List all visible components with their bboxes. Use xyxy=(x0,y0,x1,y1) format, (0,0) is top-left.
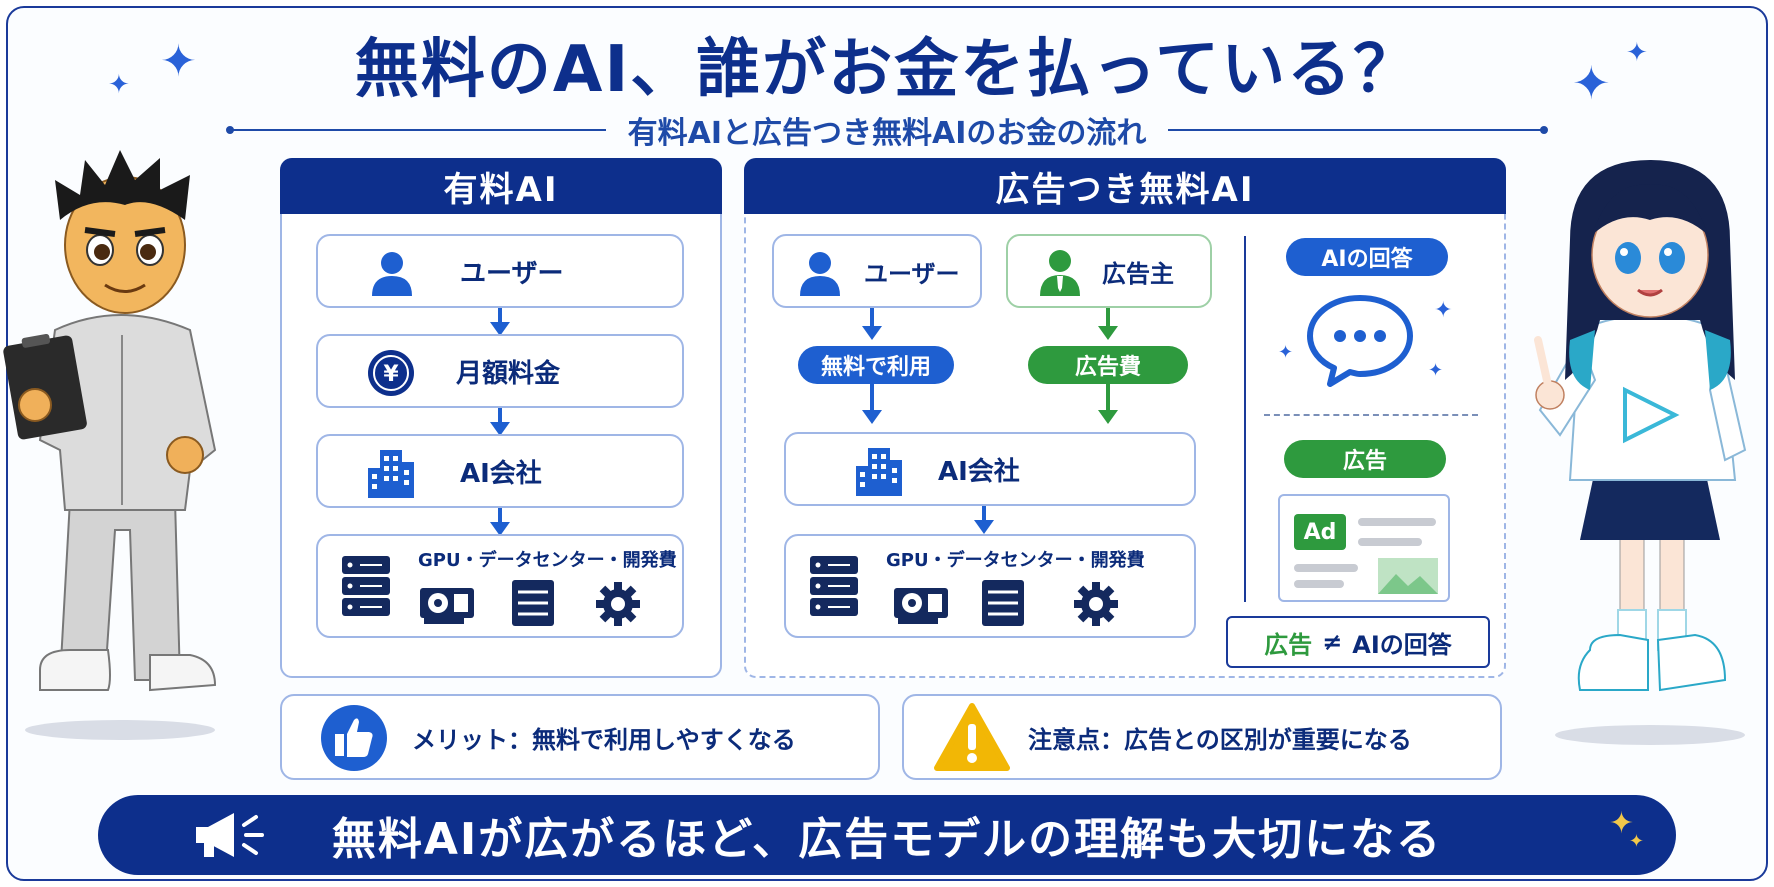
server-rack-icon xyxy=(810,556,858,616)
paid-ai-header: 有料AI xyxy=(280,158,722,214)
advertiser-label: 広告主 xyxy=(1102,259,1174,288)
use-free-pill: 無料で利用 xyxy=(798,346,954,384)
caution-text: 注意点：広告との区別が重要になる xyxy=(1028,725,1412,754)
ad-badge: Ad xyxy=(1294,514,1346,550)
free-infra-label: GPU・データセンター・開発費 xyxy=(886,550,1145,571)
sparkle-icon: ✦ xyxy=(1572,56,1611,110)
subtitle-divider-right xyxy=(1168,126,1548,134)
paid-infra-label: GPU・データセンター・開発費 xyxy=(418,550,677,571)
caution-box: 注意点：広告との区別が重要になる xyxy=(902,694,1502,780)
ad-card: Ad xyxy=(1278,494,1450,602)
paid-fee-label: 月額料金 xyxy=(456,358,561,389)
server-rack-icon xyxy=(342,556,390,616)
neq-left-label: 広告 xyxy=(1264,630,1313,659)
ai-answer-pill: AIの回答 xyxy=(1286,238,1448,276)
free-infra-box: GPU・データセンター・開発費 xyxy=(784,534,1196,638)
storage-rack-icon xyxy=(982,580,1024,626)
bottom-banner-text: 無料AIが広がるほど、広告モデルの理解も大切になる xyxy=(331,814,1443,865)
sparkle-icon: ✦ xyxy=(160,36,197,87)
gear-icon xyxy=(1074,582,1118,626)
free-company-label: AI会社 xyxy=(938,456,1020,487)
page-title: 無料のAI、誰がお金を払っている？ xyxy=(354,33,1420,107)
paid-company-box: AI会社 xyxy=(316,434,684,508)
gpu-card-icon xyxy=(894,588,948,624)
sparkle-icon: ✦ xyxy=(1608,806,1636,841)
thumbs-up-icon xyxy=(321,705,387,771)
paid-fee-box: ¥ 月額料金 xyxy=(316,334,684,408)
chat-bubble-icon xyxy=(1307,295,1413,387)
neq-right-label: AIの回答 xyxy=(1352,630,1452,659)
sparkle-icon: ✦ xyxy=(1628,831,1646,852)
advertiser-box: 広告主 xyxy=(1006,234,1212,308)
ad-text-line xyxy=(1358,538,1422,546)
free-panel-divider xyxy=(1244,236,1246,602)
sparkle-icon: ✦ xyxy=(1428,360,1444,381)
not-equal-sign: ≠ xyxy=(1322,628,1343,656)
sparkle-icon: ✦ xyxy=(1278,342,1294,363)
sparkle-icon: ✦ xyxy=(108,70,130,100)
free-user-box: ユーザー xyxy=(772,234,982,308)
free-user-label: ユーザー xyxy=(864,259,960,288)
building-icon xyxy=(856,448,902,496)
warning-icon xyxy=(934,703,1010,771)
advertiser-icon xyxy=(1040,250,1080,296)
character-girl-illustration xyxy=(1520,150,1770,750)
ad-not-answer-box: 広告 ≠ AIの回答 xyxy=(1226,616,1490,668)
bottom-banner: 無料AIが広がるほど、広告モデルの理解も大切になる ✦ ✦ xyxy=(98,795,1676,875)
ad-text-line xyxy=(1294,564,1358,572)
sparkle-icon: ✦ xyxy=(1434,298,1453,323)
subtitle-row: 有料AIと広告つき無料AIのお金の流れ xyxy=(226,110,1548,151)
ad-cost-pill: 広告費 xyxy=(1028,346,1188,384)
storage-rack-icon xyxy=(512,580,554,626)
paid-company-label: AI会社 xyxy=(460,458,542,489)
megaphone-icon xyxy=(196,813,264,857)
paid-user-label: ユーザー xyxy=(460,258,564,289)
free-company-box: AI会社 xyxy=(784,432,1196,506)
gear-icon xyxy=(596,582,640,626)
ad-text-line xyxy=(1294,580,1344,588)
ad-text-line xyxy=(1358,518,1436,526)
yen-coin-icon: ¥ xyxy=(368,350,414,396)
page-subtitle: 有料AIと広告つき無料AIのお金の流れ xyxy=(627,116,1147,151)
paid-infra-box: GPU・データセンター・開発費 xyxy=(316,534,684,638)
merit-box: メリット：無料で利用しやすくなる xyxy=(280,694,880,780)
gpu-card-icon xyxy=(420,588,474,624)
ad-pill: 広告 xyxy=(1284,440,1446,478)
svg-text:¥: ¥ xyxy=(383,362,399,387)
free-ai-header: 広告つき無料AI xyxy=(744,158,1506,214)
user-icon xyxy=(372,252,412,296)
sparkle-icon: ✦ xyxy=(1626,38,1648,68)
paid-user-box: ユーザー xyxy=(316,234,684,308)
image-placeholder-icon xyxy=(1378,558,1438,594)
merit-text: メリット：無料で利用しやすくなる xyxy=(412,725,796,754)
subtitle-divider-left xyxy=(226,126,606,134)
answer-ad-divider xyxy=(1264,414,1478,416)
building-icon xyxy=(368,450,414,498)
user-icon xyxy=(800,252,840,296)
character-boy-illustration xyxy=(0,150,250,740)
